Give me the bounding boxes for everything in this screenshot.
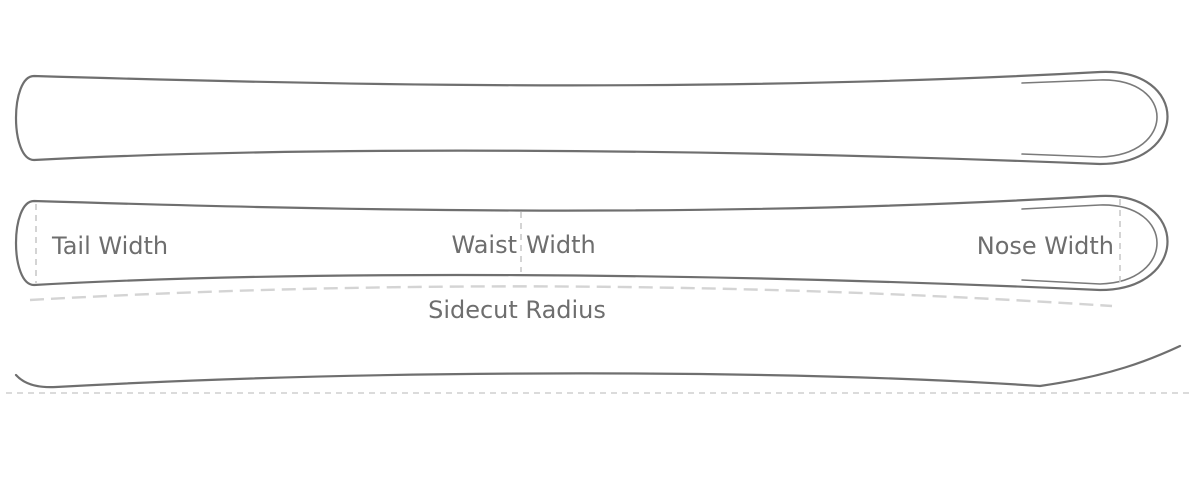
- ski-dimension-tip-line: [1021, 204, 1158, 285]
- ski-side-profile: [6, 344, 1194, 394]
- ski-dimension-view: Tail Width Waist Width Nose Width Sidecu…: [14, 194, 1169, 324]
- ski-top-outline: [14, 70, 1169, 166]
- ski-top-view: [14, 70, 1169, 166]
- sidecut-radius-arc: [29, 285, 1113, 308]
- ski-profile-outline: [14, 344, 1182, 389]
- nose-width-label: Nose Width: [977, 232, 1114, 260]
- waist-width-label-left: Waist: [452, 231, 517, 259]
- tail-width-label: Tail Width: [51, 232, 168, 260]
- waist-width-label-right: Width: [526, 231, 596, 259]
- ski-dimension-outline: [14, 194, 1169, 292]
- ski-top-tip-line-upper: [1021, 79, 1158, 158]
- sidecut-radius-label: Sidecut Radius: [428, 296, 606, 324]
